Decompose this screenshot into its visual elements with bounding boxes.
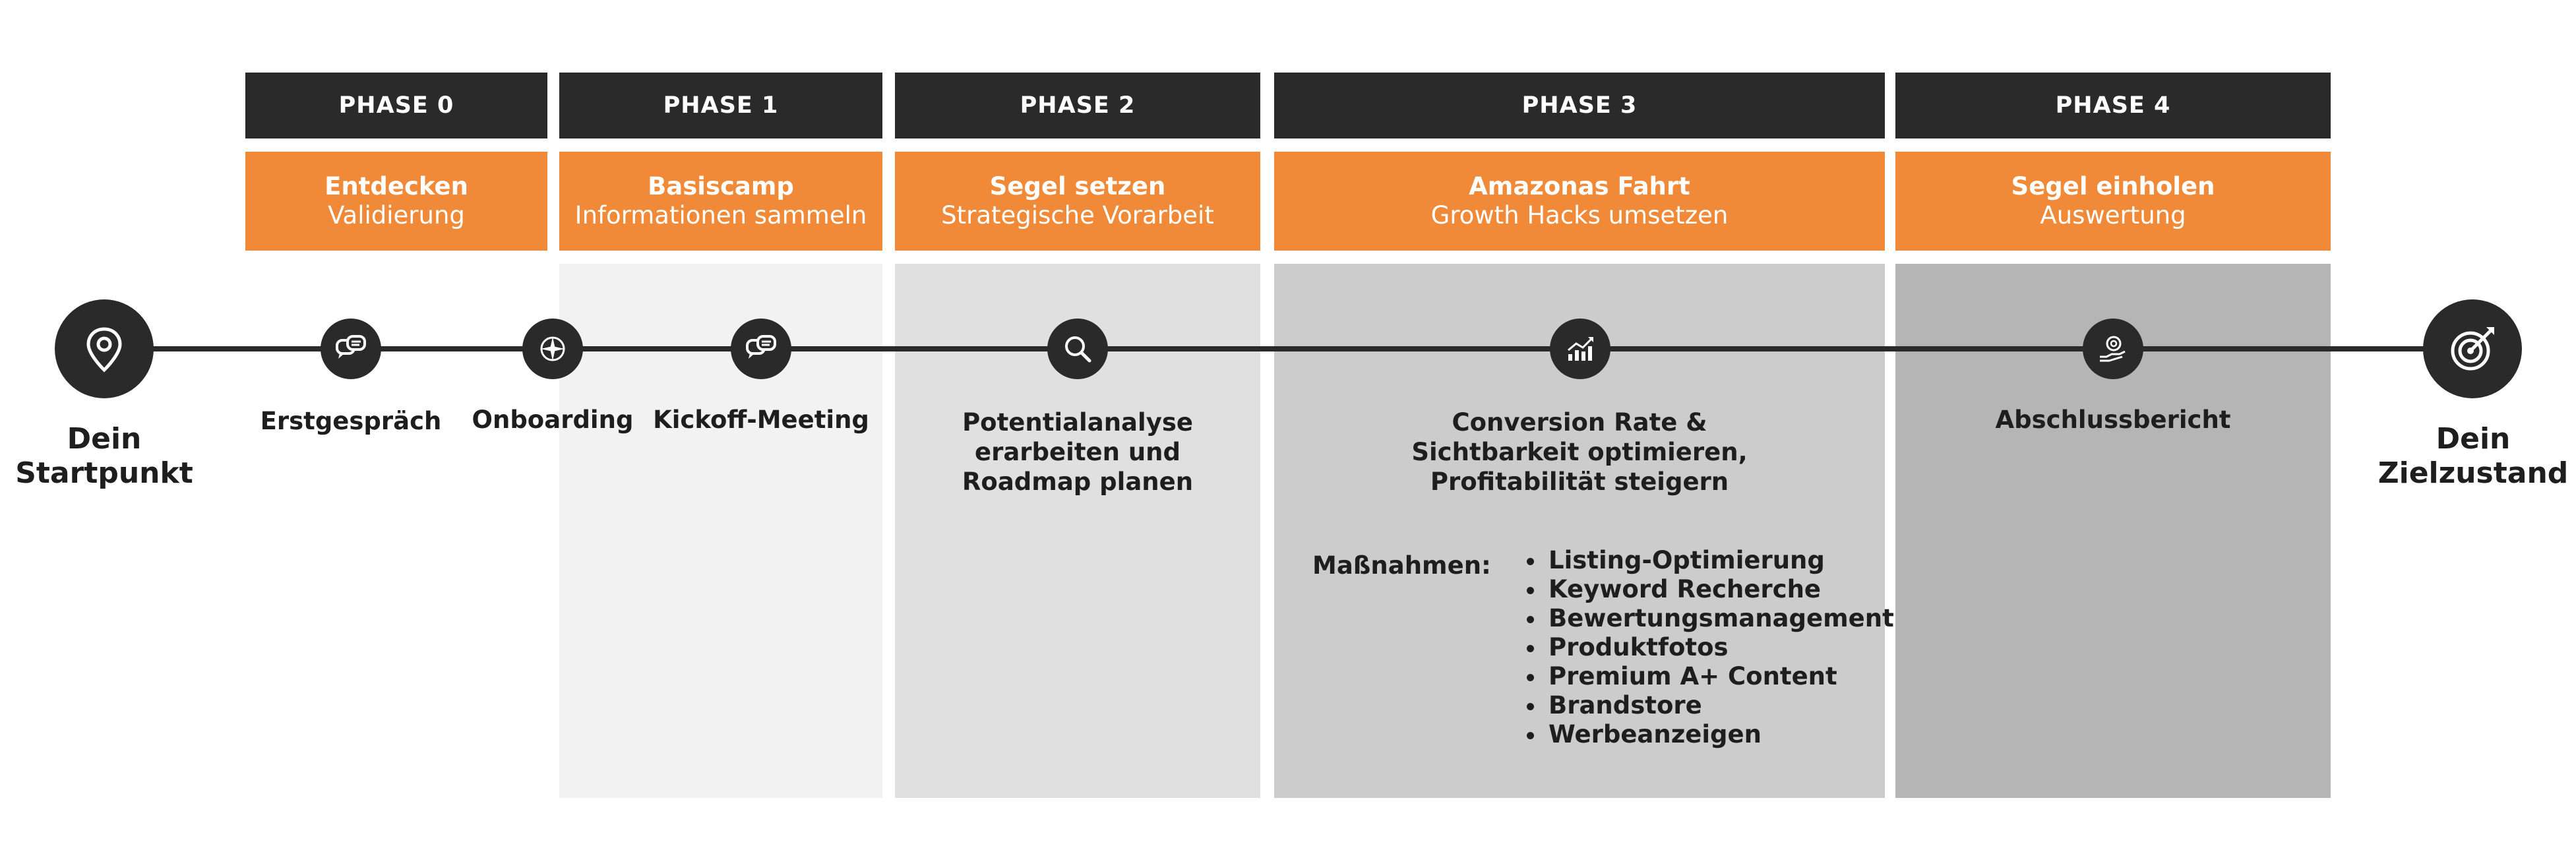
massnahme-item: Brandstore [1546,691,1894,720]
massnahme-item: Bewertungsmanagement [1546,604,1894,633]
chat-bubbles-icon [336,335,366,359]
phase-4-subtitle: Auswertung [2040,201,2186,229]
phase-0-title: Entdecken [324,172,468,200]
potentialanalyse-line3: Roadmap planen [962,468,1194,496]
massnahmen-list: Listing-Optimierung Keyword Recherche Be… [1523,546,1894,749]
phase-1-title: Basiscamp [648,172,794,200]
phase-2-title: Segel setzen [989,172,1166,200]
start-label-line1: Dein [67,422,142,456]
conversion-line2: Sichtbarkeit optimieren, [1411,438,1748,466]
phase-0-subtitle: Validierung [328,201,465,229]
massnahme-item: Premium A+ Content [1546,662,1894,691]
kickoff-node [731,319,791,379]
compass-icon [540,336,565,361]
phase-3-band: Amazonas Fahrt Growth Hacks umsetzen [1274,152,1885,251]
start-label: Dein Startpunkt [5,422,203,491]
conversion-line1: Conversion Rate & [1452,408,1707,437]
phase-1-band: Basiscamp Informationen sammeln [559,152,882,251]
phase-3-header: PHASE 3 [1274,73,1885,138]
phase-2-subtitle: Strategische Vorarbeit [941,201,1214,229]
timeline-line [102,346,2476,351]
phase-1-header: PHASE 1 [559,73,882,138]
massnahmen-title: Maßnahmen: [1312,551,1491,580]
abschlussbericht-node [2083,319,2143,379]
phase-0-band: Entdecken Validierung [245,152,547,251]
conversion-label: Conversion Rate & Sichtbarkeit optimiere… [1382,408,1777,497]
massnahme-item: Produktfotos [1546,633,1894,662]
start-node [55,299,154,398]
hand-coin-icon [2100,336,2126,362]
growth-chart-icon [1568,337,1593,361]
kickoff-label: Kickoff-Meeting [653,406,869,434]
end-node [2423,299,2522,398]
end-label-line2: Zielzustand [2377,456,2569,490]
phase-0-header: PHASE 0 [245,73,547,138]
abschlussbericht-label: Abschlussbericht [1995,406,2231,434]
phase-4-title: Segel einholen [2011,172,2215,200]
erstgespraech-label: Erstgespräch [260,407,442,435]
end-label-line1: Dein [2436,422,2511,456]
location-pin-icon [86,327,122,373]
erstgespraech-node [321,319,381,379]
magnifier-icon [1065,336,1091,363]
phase-1-subtitle: Informationen sammeln [574,201,867,229]
phase-2-band: Segel setzen Strategische Vorarbeit [895,152,1260,251]
massnahme-item: Keyword Recherche [1546,575,1894,604]
massnahme-item: Werbeanzeigen [1546,720,1894,749]
potentialanalyse-line1: Potentialanalyse [962,408,1193,437]
conversion-node [1550,319,1610,379]
phase-4-band: Segel einholen Auswertung [1895,152,2331,251]
massnahme-item: Listing-Optimierung [1546,546,1894,575]
onboarding-label: Onboarding [472,406,634,434]
phase-4-header: PHASE 4 [1895,73,2331,138]
phase-3-subtitle: Growth Hacks umsetzen [1430,201,1729,229]
target-icon [2451,327,2494,371]
chat-bubbles-icon [746,335,776,359]
phase-1-column [559,264,882,798]
start-label-line2: Startpunkt [15,456,193,490]
conversion-line3: Profitabilität steigern [1430,468,1729,496]
potentialanalyse-label: Potentialanalyse erarbeiten und Roadmap … [913,408,1242,497]
phase-3-title: Amazonas Fahrt [1469,172,1690,200]
potentialanalyse-node [1047,319,1108,379]
onboarding-node [522,319,583,379]
end-label: Dein Zielzustand [2374,422,2572,491]
phase-2-header: PHASE 2 [895,73,1260,138]
potentialanalyse-line2: erarbeiten und [975,438,1181,466]
